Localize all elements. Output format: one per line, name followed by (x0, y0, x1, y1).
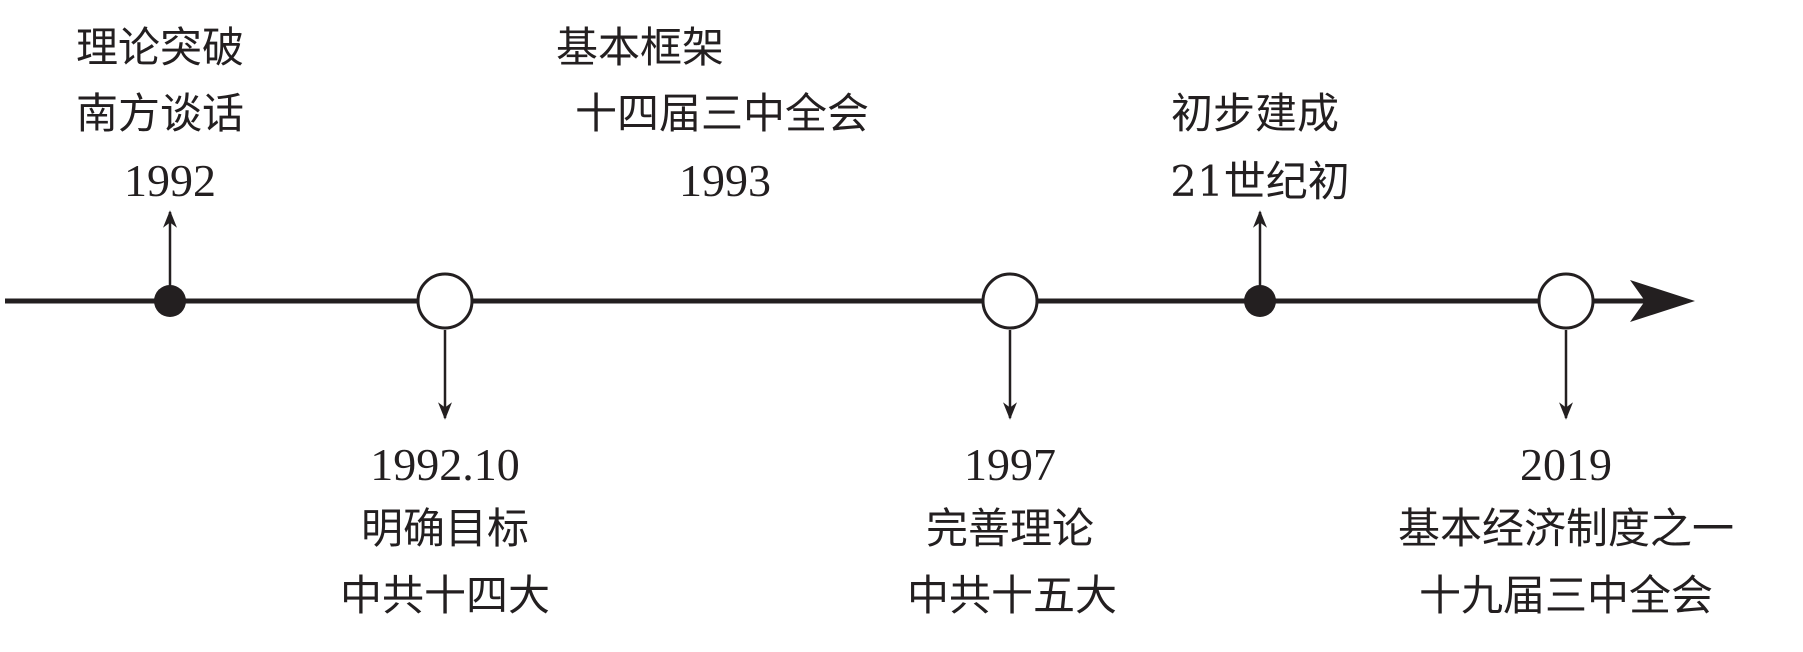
event-year: 2019 (1520, 439, 1612, 490)
filled-dot-marker (1244, 285, 1276, 317)
open-circle-marker (1537, 272, 1595, 330)
event-1992-south-talk: 理论突破 南方谈话 1992 (76, 23, 244, 317)
event-label: 十九届三中全会 (1419, 571, 1713, 620)
open-circle-marker (416, 272, 474, 330)
event-label: 南方谈话 (76, 89, 244, 138)
event-1992-14th-congress: 1992.10 明确目标 中共十四大 (340, 272, 550, 620)
event-label: 完善理论 (926, 504, 1094, 553)
event-label: 理论突破 (76, 23, 244, 72)
event-2019-19th-plenum: 2019 基本经济制度之一 十九届三中全会 (1398, 272, 1734, 620)
event-label: 基本框架 (556, 23, 724, 72)
event-21st-century: 初步建成 21世纪初 (1170, 89, 1350, 317)
event-label: 21世纪初 (1170, 157, 1349, 206)
event-year: 1997 (964, 439, 1056, 490)
event-year: 1992.10 (370, 439, 520, 490)
event-label: 基本经济制度之一 (1398, 504, 1734, 553)
event-label: 十四届三中全会 (575, 89, 869, 138)
open-circle-marker (981, 272, 1039, 330)
event-label: 中共十四大 (340, 571, 550, 620)
event-year: 1993 (679, 155, 771, 206)
event-year: 1992 (124, 155, 216, 206)
filled-dot-marker (154, 285, 186, 317)
axis-arrowhead (1630, 280, 1695, 322)
event-label: 明确目标 (361, 504, 529, 553)
event-1993-third-plenum: 基本框架 十四届三中全会 1993 (556, 23, 869, 206)
event-label: 中共十五大 (907, 571, 1117, 620)
event-1997-15th-congress: 1997 完善理论 中共十五大 (907, 272, 1117, 620)
event-label: 初步建成 (1171, 89, 1339, 138)
